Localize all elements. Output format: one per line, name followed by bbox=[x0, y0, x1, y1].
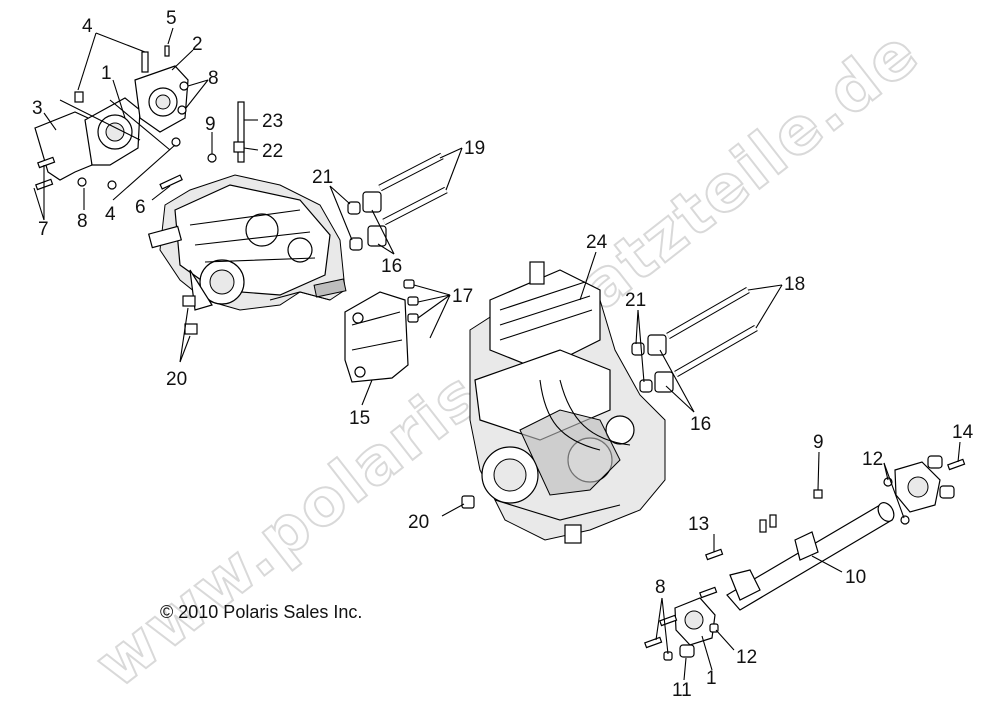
callout-17: 17 bbox=[452, 286, 473, 307]
left-mount-brackets bbox=[34, 45, 189, 191]
transmission-studs bbox=[159, 101, 245, 335]
callout-12-upper: 12 bbox=[862, 449, 883, 470]
callout-9-upper: 9 bbox=[205, 114, 216, 135]
callout-21-left: 21 bbox=[312, 167, 333, 188]
callout-6: 6 bbox=[135, 197, 146, 218]
engine-assembly bbox=[469, 261, 666, 544]
callout-22: 22 bbox=[262, 141, 283, 162]
transmission-assembly bbox=[147, 174, 347, 311]
callout-20-center: 20 bbox=[408, 512, 429, 533]
callout-9-lower: 9 bbox=[813, 432, 824, 453]
callout-4-lower: 4 bbox=[105, 204, 116, 225]
callout-14: 14 bbox=[952, 422, 974, 443]
callout-1-upper: 1 bbox=[101, 63, 112, 84]
front-mount-isolator-right bbox=[883, 455, 966, 525]
callout-8-lower: 8 bbox=[77, 211, 88, 232]
mount-bushings-left bbox=[347, 191, 387, 251]
callout-24: 24 bbox=[586, 232, 608, 253]
leader-lines bbox=[33, 27, 961, 681]
front-mount-tube bbox=[726, 489, 895, 611]
callout-8-upper: 8 bbox=[208, 68, 219, 89]
callout-21-right: 21 bbox=[625, 290, 646, 311]
callout-3: 3 bbox=[32, 98, 43, 119]
callout-2: 2 bbox=[192, 34, 203, 55]
callout-15: 15 bbox=[349, 408, 370, 429]
mount-bushings-right bbox=[631, 334, 674, 393]
callout-16-left: 16 bbox=[381, 256, 402, 277]
front-mount-bracket bbox=[344, 279, 419, 383]
nut-20-center bbox=[461, 495, 475, 509]
callout-7: 7 bbox=[38, 219, 49, 240]
copyright-text: © 2010 Polaris Sales Inc. bbox=[160, 602, 362, 622]
callout-11: 11 bbox=[672, 680, 692, 701]
long-mount-bolts bbox=[378, 152, 758, 378]
front-mount-isolator-left bbox=[644, 586, 719, 661]
callout-23: 23 bbox=[262, 111, 283, 132]
bolt-13 bbox=[705, 548, 724, 561]
callout-10: 10 bbox=[845, 567, 866, 588]
callout-8-right: 8 bbox=[655, 577, 666, 598]
callout-4-upper: 4 bbox=[82, 16, 93, 37]
callout-16-right: 16 bbox=[690, 414, 711, 435]
callout-1-lower: 1 bbox=[706, 668, 717, 689]
callout-19: 19 bbox=[464, 138, 485, 159]
callout-13: 13 bbox=[688, 514, 709, 535]
callout-12-lower: 12 bbox=[736, 647, 757, 668]
callout-labels: 4 5 2 1 8 3 9 23 22 6 4 8 7 20 21 19 16 … bbox=[32, 8, 974, 701]
callout-5: 5 bbox=[166, 8, 177, 29]
callout-20-left: 20 bbox=[166, 369, 187, 390]
callout-18: 18 bbox=[784, 274, 805, 295]
